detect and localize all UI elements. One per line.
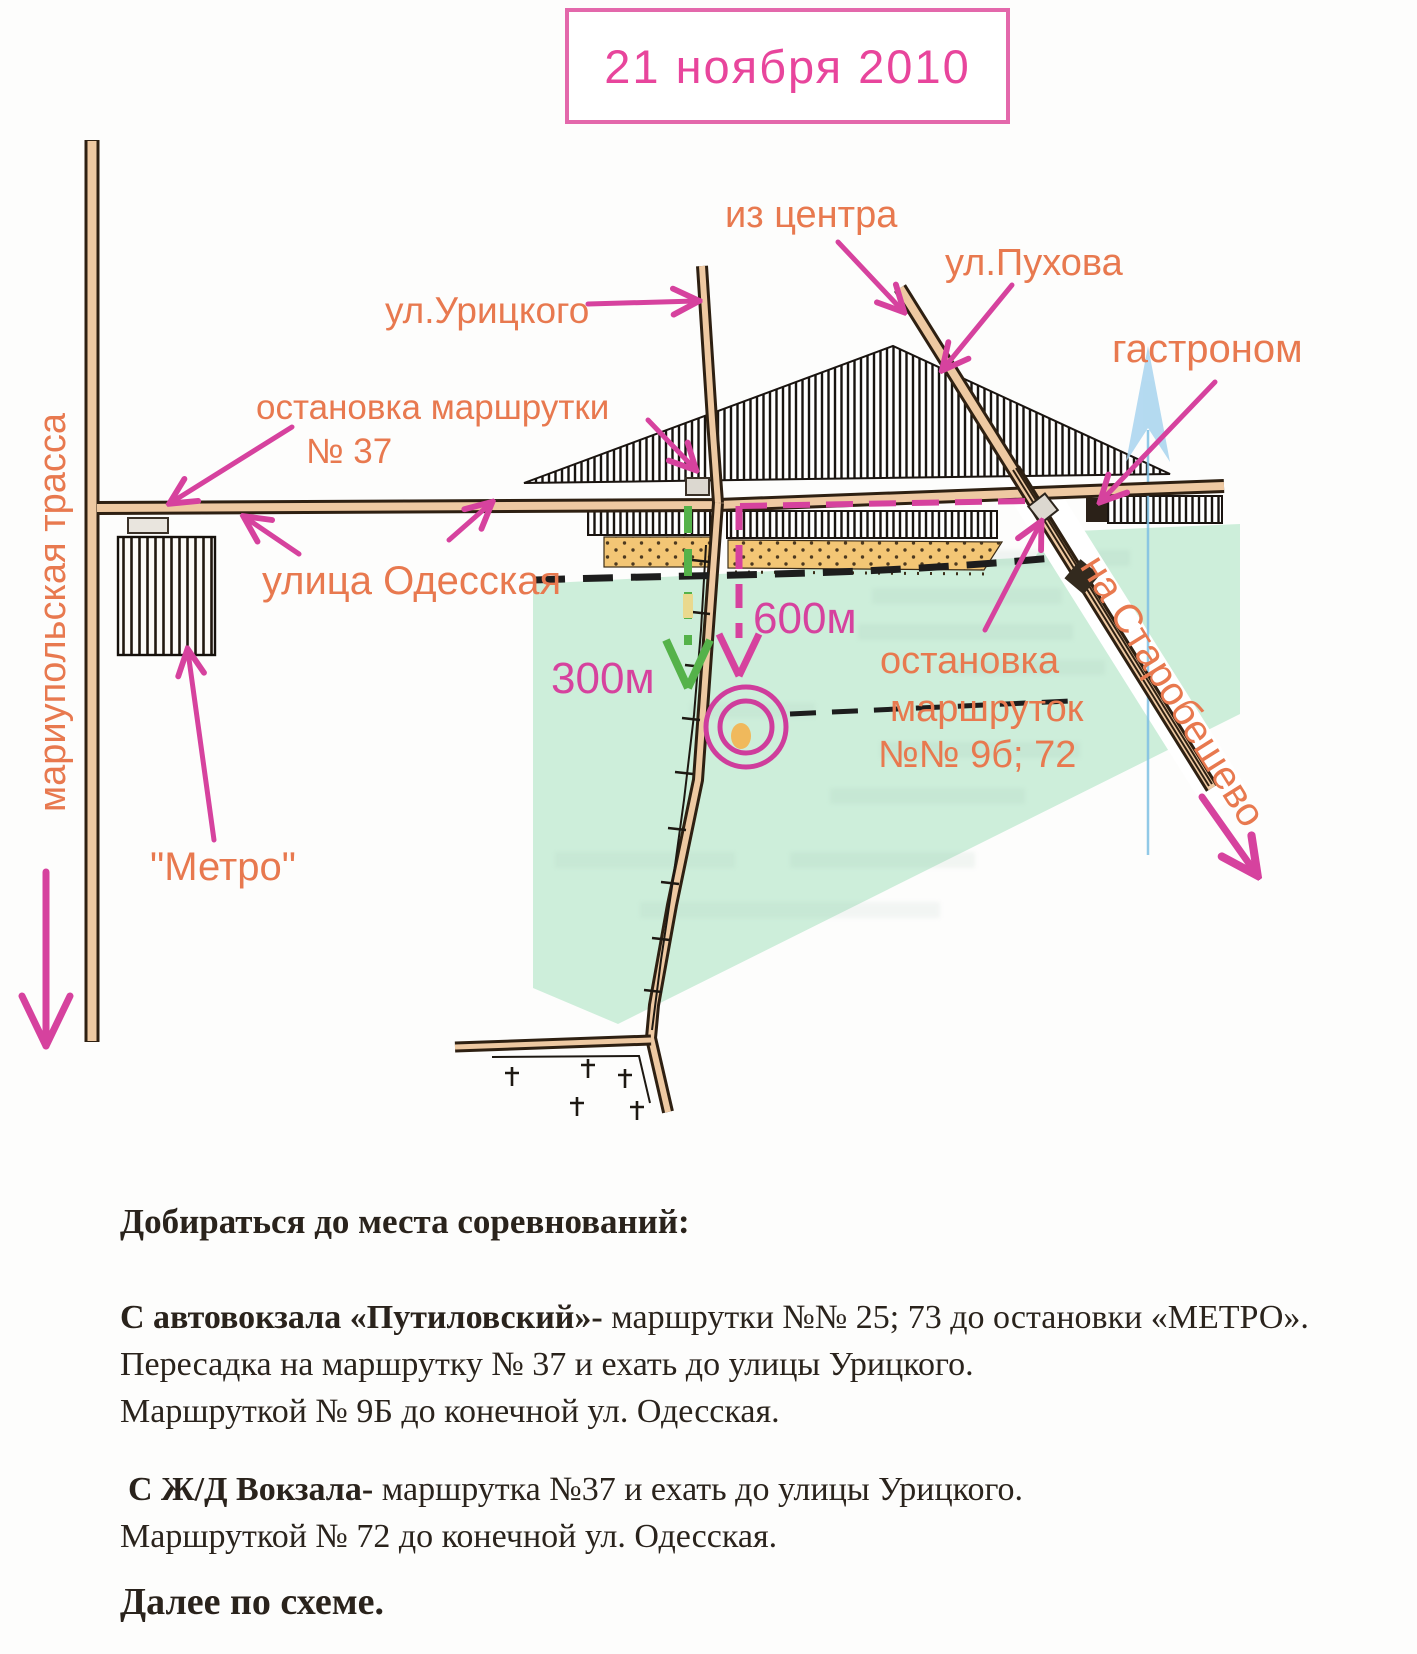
instructions-heading: Добираться до места соревнований: [120,1202,690,1241]
instructions-footer: Далее по схеме. [120,1581,384,1623]
arrow-highway-south [18,868,74,1050]
instructions-p1: С автовокзала «Путиловский»- маршрутки №… [120,1294,1309,1435]
label-uritskogo-street: ул.Урицкого [385,290,590,331]
label-pukhova-street: ул.Пухова [945,242,1123,284]
arrow-metro [188,652,217,843]
label-stop-9b72-line1: остановка [880,640,1060,682]
black-dashed-boundary [534,553,1063,584]
map-drawing [18,140,1417,1120]
arrow-stop37-right [645,417,694,468]
cemetery-cross-icon [505,1059,644,1120]
finish-target [703,684,789,770]
black-dashed-to-target [789,698,1071,717]
arrow-odesskaya-left [246,518,302,557]
metro-building [116,535,217,657]
title-box: 21 ноября 2010 [565,8,1010,124]
label-stop-9b72-line3: №№ 9б; 72 [878,734,1077,776]
label-dist-300m: 300м [551,654,655,703]
arrow-stop-9b72 [982,524,1040,633]
dark-building [1064,559,1100,595]
cemetery [491,1054,651,1120]
bus-stop-37-shelter [127,517,169,534]
fence-line [643,544,711,1031]
title-date: 21 ноября 2010 [604,39,971,93]
arrow-starobeshevo [1198,793,1255,872]
instructions-p2-line1: С Ж/Д Вокзала- маршрутка №37 и ехать до … [128,1466,1023,1513]
instructions-p1-rest: маршрутки №№ 25; 73 до остановки «МЕТРО»… [602,1299,1309,1336]
pink-dashed-line [739,498,1029,509]
instructions-p2: С Ж/Д Вокзала- маршрутка №37 и ехать до … [120,1466,1023,1560]
instructions-p2-line2: Маршруткой № 72 до конечной ул. Одесская… [120,1518,778,1555]
label-stop-9b72-line2: маршруток [890,688,1084,730]
instructions-p1-line2: Пересадка на маршрутку № 37 и ехать до у… [120,1346,974,1383]
instructions-p1-line3: Маршруткой № 9Б до конечной ул. Одесская… [120,1393,780,1430]
arrow-from-center [835,239,902,310]
yellow-dash-segment [683,594,693,618]
arrow-uritskogo [585,301,696,304]
instructions-p2-rest: маршрутка №37 и ехать до улицы Урицкого. [373,1471,1024,1508]
instructions-p2-bold: С Ж/Д Вокзала- [128,1471,374,1508]
label-stop-37-line2: № 37 [306,432,393,471]
dashed-lines [534,498,1071,717]
north-arrow [1126,346,1170,855]
instructions-p1-line1: С автовокзала «Путиловский»- маршрутки №… [120,1294,1309,1341]
bleed-through-artifacts [555,550,1130,918]
buildings-and-stops [116,477,1107,657]
green-route-arrow [662,506,714,690]
label-odesskaya-street: улица Одесская [262,559,562,603]
pink-route-arrow [715,506,763,678]
arrow-odesskaya-right [446,504,490,543]
instructions-p1-bold: С автовокзала «Путиловский»- [120,1299,603,1336]
arrow-pukhova [944,282,1015,368]
label-dist-600m: 600м [753,594,857,643]
orange-dotted-strips [603,536,1004,576]
hatched-triangle-block [523,344,1171,484]
uritskogo-stop-shelter [685,477,710,496]
arrow-gastronom [1102,379,1218,500]
label-from-center: из центра [725,194,898,236]
label-stop-37-line1: остановка маршрутки [256,388,610,427]
arrow-stop37-left [172,424,295,502]
annotation-arrows [18,239,1255,1050]
label-metro: "Метро" [150,845,296,889]
label-gastronom: гастроном [1112,327,1303,371]
label-mariupol-highway: мариупольская трасса [32,413,74,812]
